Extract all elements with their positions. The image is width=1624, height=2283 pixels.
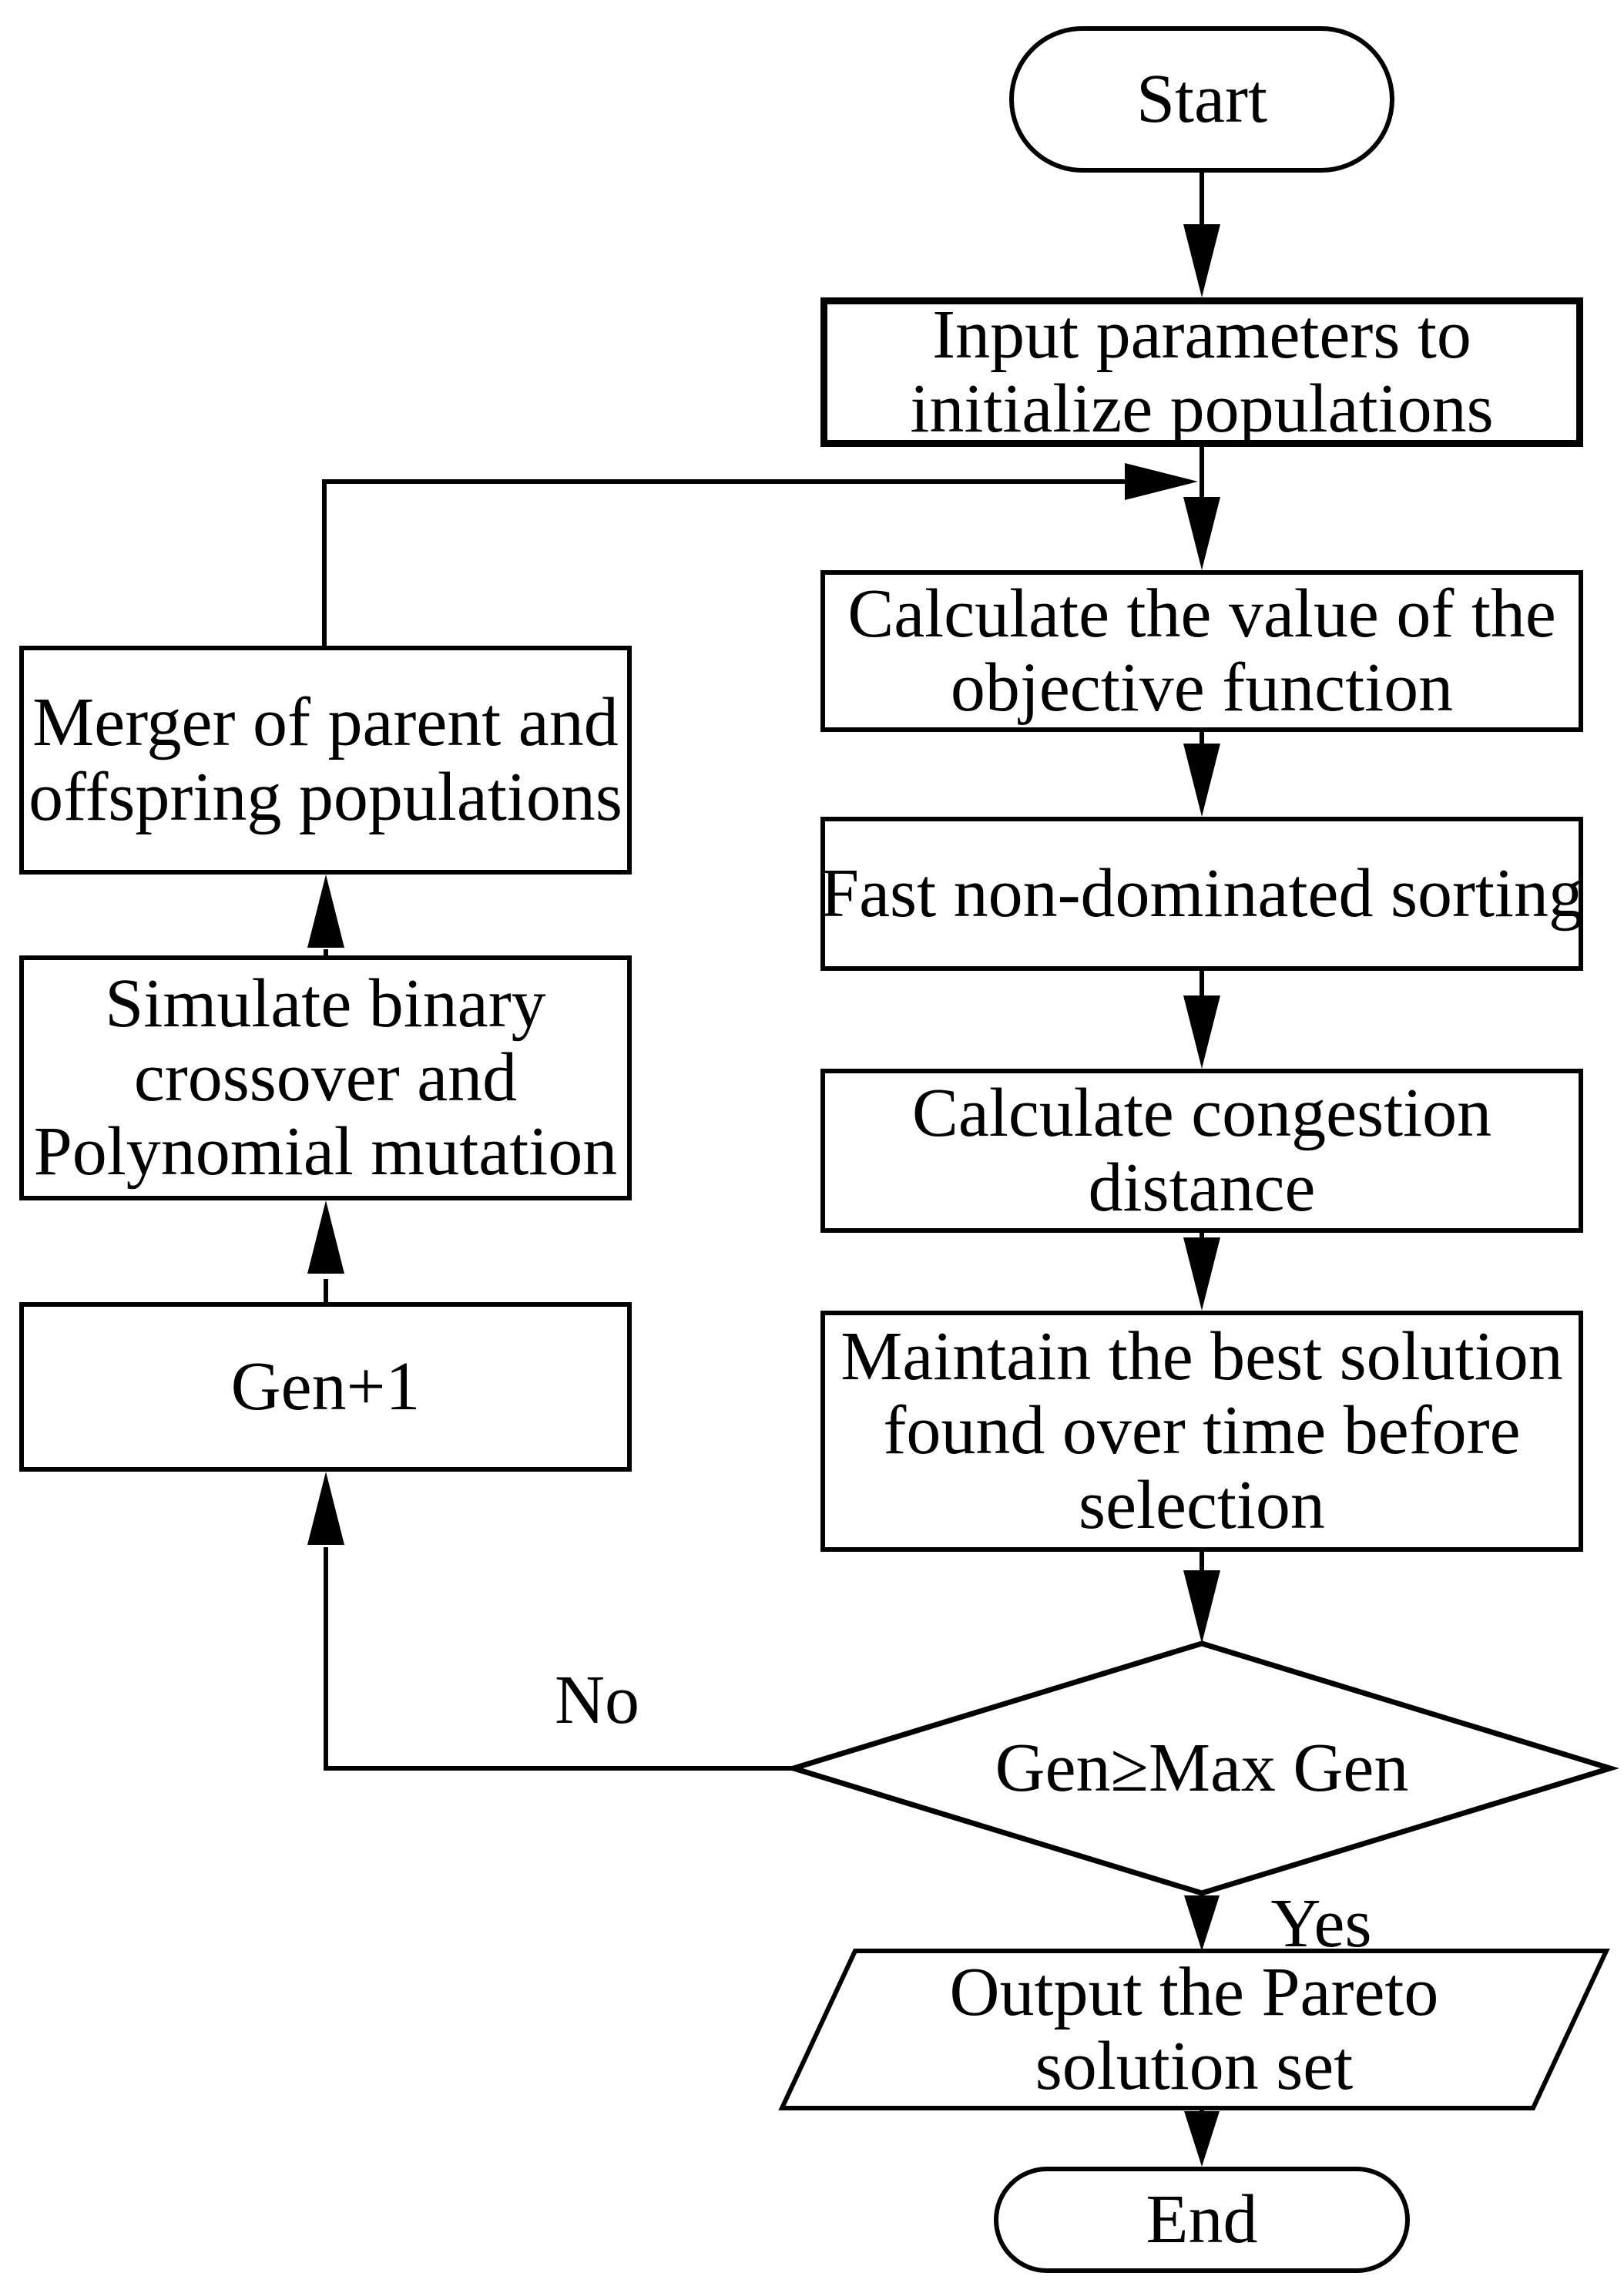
node-input-parameters: Input parameters to initialize populatio… (820, 297, 1583, 447)
arrowhead-up-icon (307, 1200, 344, 1274)
edge-label-yes: Yes (1270, 1885, 1372, 1962)
node-maintain-best-solution: Maintain the best solution found over ti… (820, 1311, 1583, 1552)
arrowhead-up-icon (307, 1472, 344, 1545)
arrowhead-down-icon (1184, 1895, 1220, 1951)
arrowhead-up-icon (307, 875, 344, 948)
output-parallelogram (778, 1949, 1610, 2110)
arrowhead-down-icon (1184, 2111, 1220, 2167)
node-output-pareto-label: Output the Pareto solution set (949, 1953, 1439, 2104)
arrowhead-down-icon (1183, 744, 1220, 817)
arrowhead-down-icon (1183, 1570, 1220, 1643)
node-decision-label: Gen≥Max Gen (995, 1729, 1409, 1806)
node-fast-nondominated-sorting: Fast non-dominated sorting (820, 817, 1583, 971)
node-start: Start (1009, 26, 1394, 173)
arrowhead-down-icon (1183, 224, 1220, 297)
node-end: End (994, 2167, 1410, 2273)
arrowhead-down-icon (1183, 497, 1220, 570)
arrowhead-down-icon (1183, 1237, 1220, 1311)
node-congestion-distance: Calculate congestion distance (820, 1069, 1583, 1233)
edge-decision-gen-no (324, 1547, 794, 1771)
node-calculate-objective: Calculate the value of the objective fun… (820, 570, 1583, 732)
node-simulate-crossover-mutation: Simulate binary crossover and Polynomial… (19, 955, 632, 1200)
arrowhead-down-icon (1183, 995, 1220, 1069)
node-gen-increment: Gen+1 (19, 1302, 632, 1472)
edge-merger-feedback (322, 479, 1126, 646)
arrowhead-right-icon (1125, 463, 1198, 500)
edge-label-no: No (555, 1662, 639, 1739)
node-merger-populations: Merger of parent and offspring populatio… (19, 646, 632, 875)
